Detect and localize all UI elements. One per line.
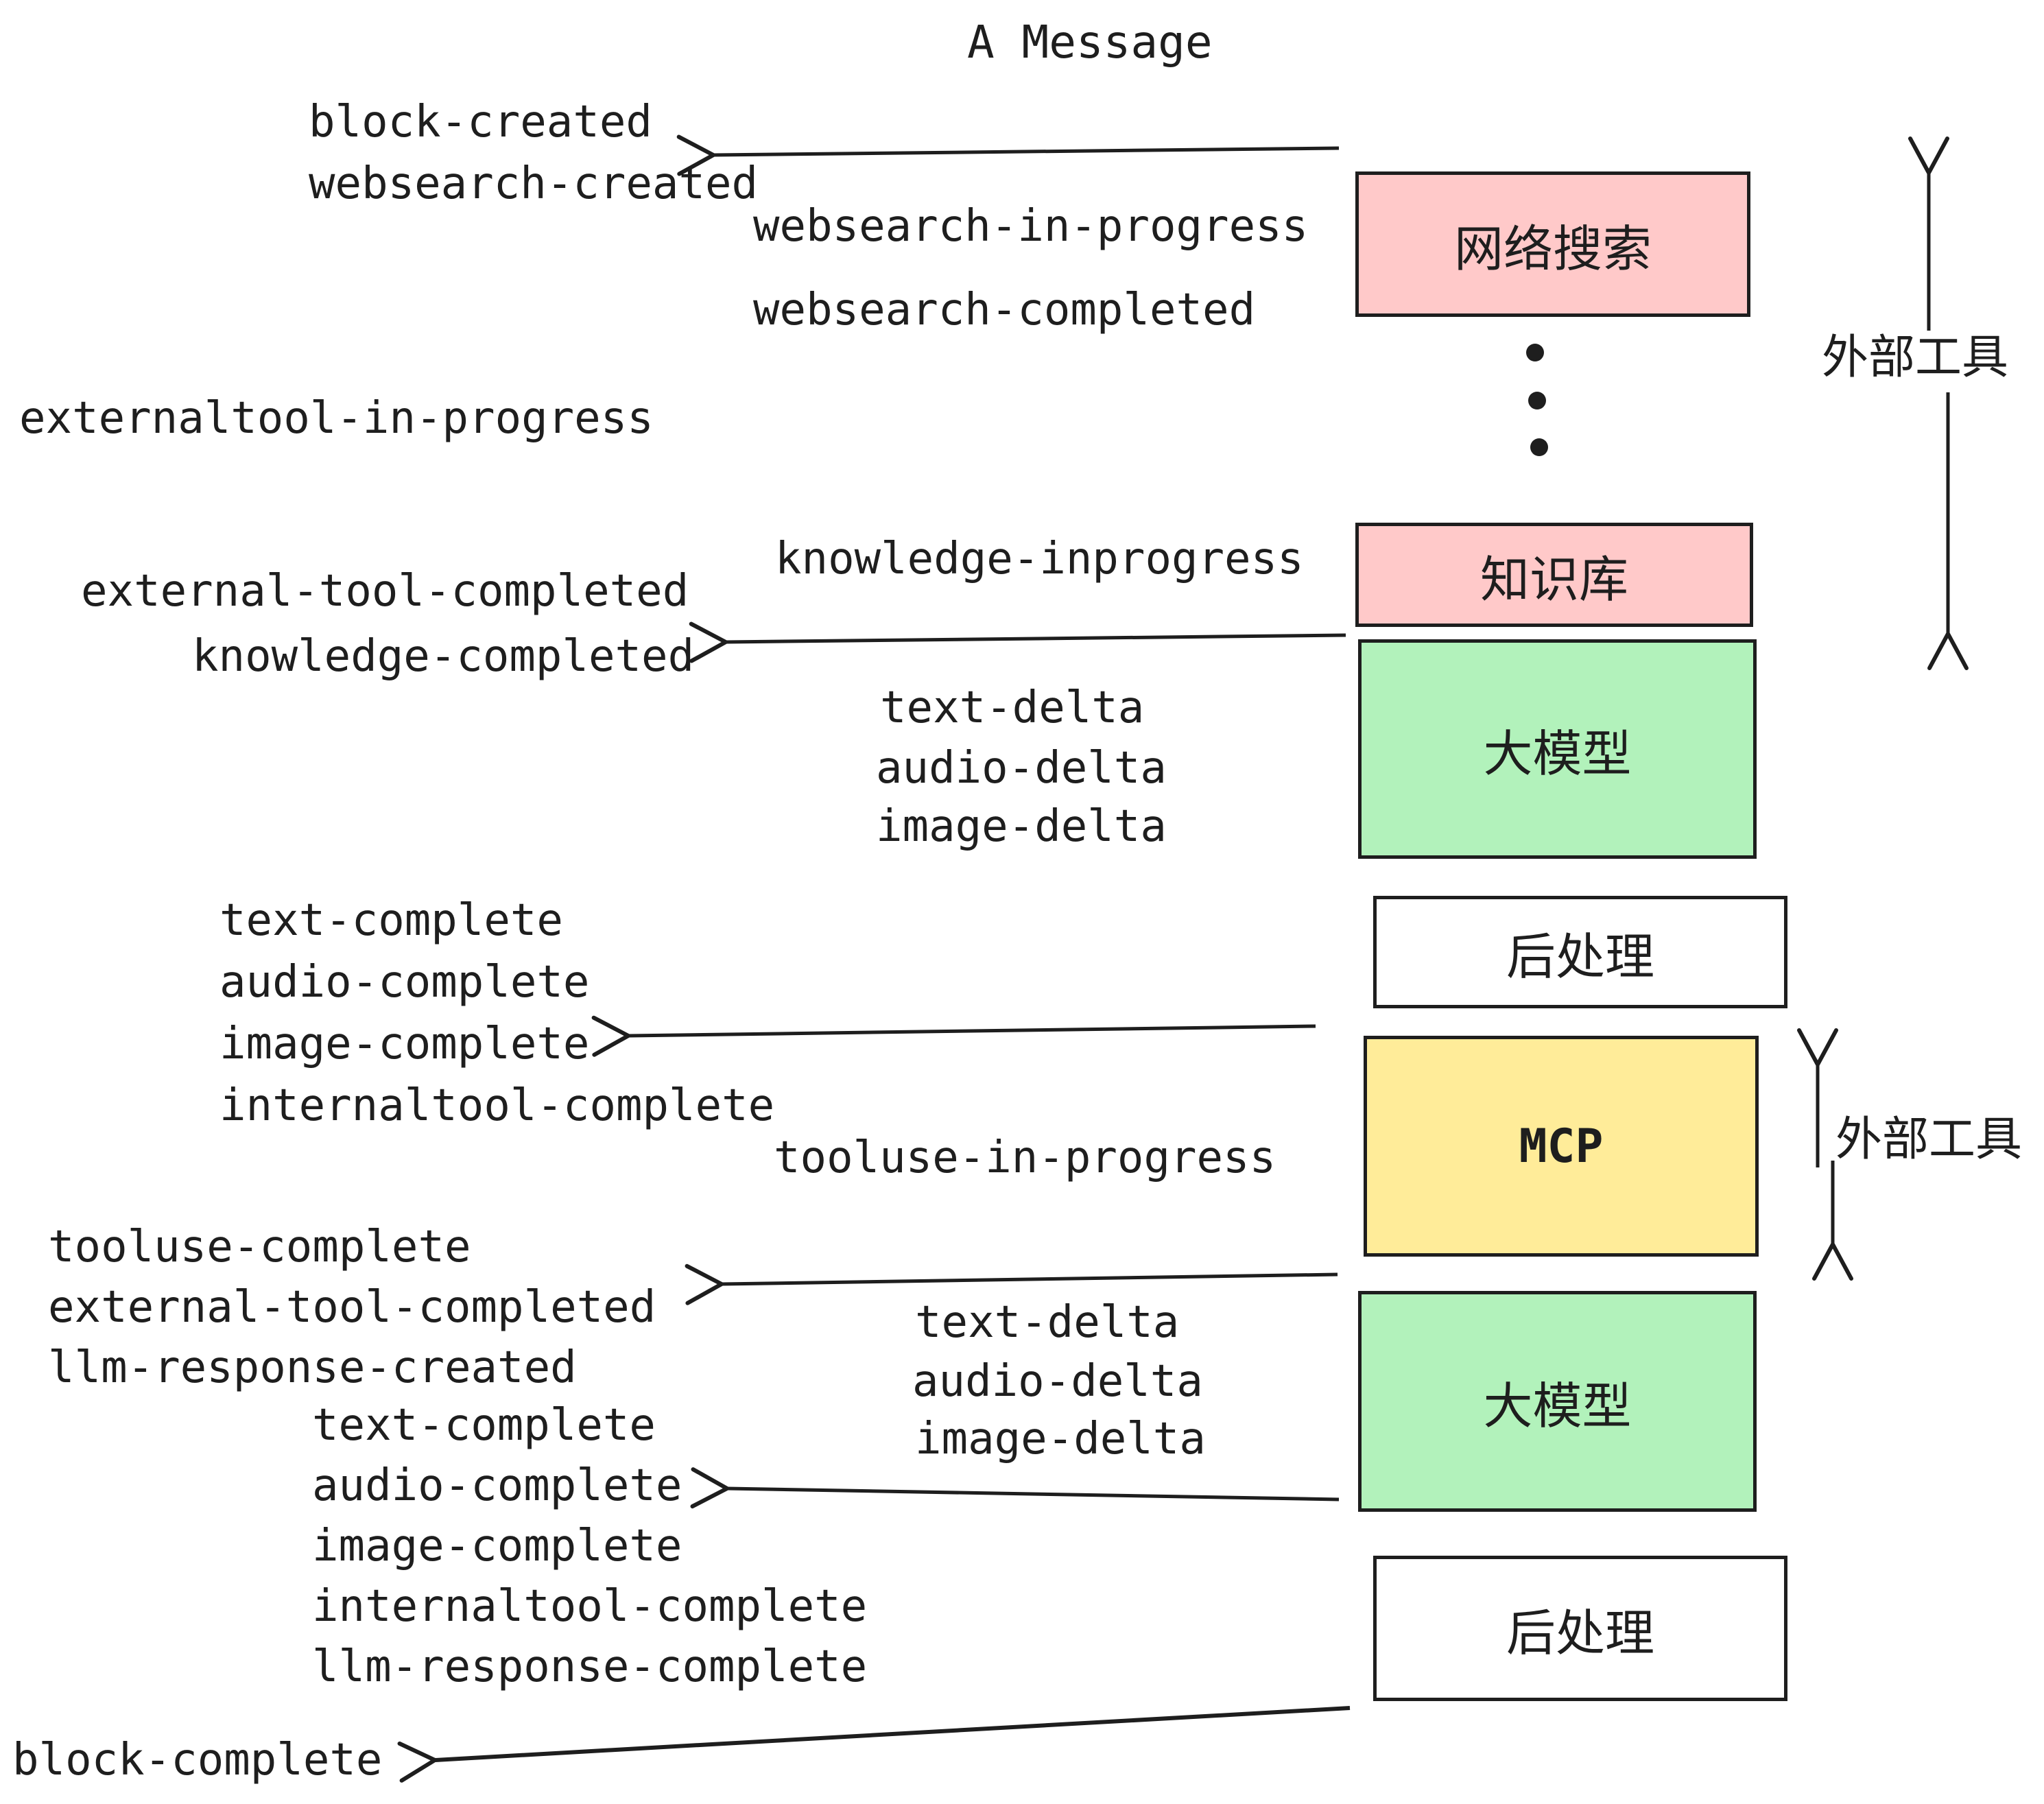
box-postprocess-2: 后处理 — [1373, 1556, 1787, 1701]
box-mcp: MCP — [1364, 1036, 1759, 1257]
event-external-tool-completed-1: external-tool-completed — [81, 566, 689, 617]
arrow-to-block-complete — [397, 1706, 1351, 1783]
event-websearch-in-progress: websearch-in-progress — [753, 201, 1309, 252]
event-audio-delta-1: audio-delta — [876, 743, 1167, 794]
box-mcp-label: MCP — [1519, 1119, 1604, 1174]
event-text-complete-2: text-complete — [312, 1400, 656, 1451]
box-postprocess-1: 后处理 — [1373, 896, 1787, 1008]
event-llm-response-created: llm-response-created — [48, 1342, 577, 1393]
event-audio-complete-1: audio-complete — [219, 957, 590, 1008]
arrow-to-block-created — [676, 134, 1340, 176]
event-llm-response-complete: llm-response-complete — [312, 1641, 868, 1692]
event-audio-complete-2: audio-complete — [312, 1460, 682, 1511]
box-llm-1: 大模型 — [1358, 639, 1757, 859]
event-websearch-completed: websearch-completed — [753, 285, 1256, 335]
box-llm-1-label: 大模型 — [1483, 724, 1632, 783]
event-image-complete-2: image-complete — [312, 1521, 682, 1571]
event-image-complete-1: image-complete — [219, 1019, 590, 1069]
box-llm-2-label: 大模型 — [1483, 1377, 1632, 1435]
event-block-created: block-created — [309, 97, 652, 147]
arrow-to-tooluse-complete — [685, 1263, 1338, 1305]
box-postprocess-1-label: 后处理 — [1506, 927, 1654, 986]
event-internaltool-complete-1: internaltool-complete — [219, 1080, 775, 1131]
ellipsis-dot — [1530, 438, 1548, 456]
event-websearch-created: websearch-created — [309, 158, 759, 209]
external-tools-label-mid: 外部工具 — [1835, 1113, 2023, 1167]
event-tooluse-in-progress: tooluse-in-progress — [774, 1132, 1276, 1183]
box-postprocess-2-label: 后处理 — [1506, 1604, 1654, 1662]
box-websearch: 网络搜索 — [1355, 171, 1750, 317]
event-image-delta-1: image-delta — [876, 801, 1167, 852]
arrow-to-knowledge-completed — [689, 621, 1346, 663]
event-image-delta-2: image-delta — [915, 1414, 1206, 1464]
ellipsis-dot — [1526, 344, 1544, 361]
event-tooluse-complete: tooluse-complete — [48, 1222, 471, 1272]
event-audio-delta-2: audio-delta — [912, 1356, 1203, 1407]
arrow-to-audio-complete — [690, 1467, 1340, 1509]
event-text-complete-1: text-complete — [219, 895, 563, 946]
event-externaltool-in-progress: externaltool-in-progress — [19, 393, 654, 444]
box-knowledge-label: 知识库 — [1479, 550, 1628, 608]
event-internaltool-complete-2: internaltool-complete — [312, 1581, 868, 1632]
event-knowledge-inprogress: knowledge-inprogress — [775, 534, 1304, 584]
event-block-complete: block-complete — [12, 1735, 383, 1785]
box-websearch-label: 网络搜索 — [1453, 219, 1652, 278]
external-tools-label-top: 外部工具 — [1822, 331, 2009, 385]
event-text-delta-2: text-delta — [915, 1297, 1180, 1348]
box-llm-2: 大模型 — [1358, 1291, 1757, 1512]
event-knowledge-completed: knowledge-completed — [192, 631, 695, 682]
event-text-delta-1: text-delta — [880, 683, 1145, 733]
ellipsis-dot — [1528, 392, 1546, 410]
diagram-title: A Message — [967, 16, 1213, 69]
box-knowledge: 知识库 — [1355, 523, 1753, 627]
arrow-to-image-complete — [591, 1015, 1316, 1057]
event-external-tool-completed-2: external-tool-completed — [48, 1282, 656, 1333]
